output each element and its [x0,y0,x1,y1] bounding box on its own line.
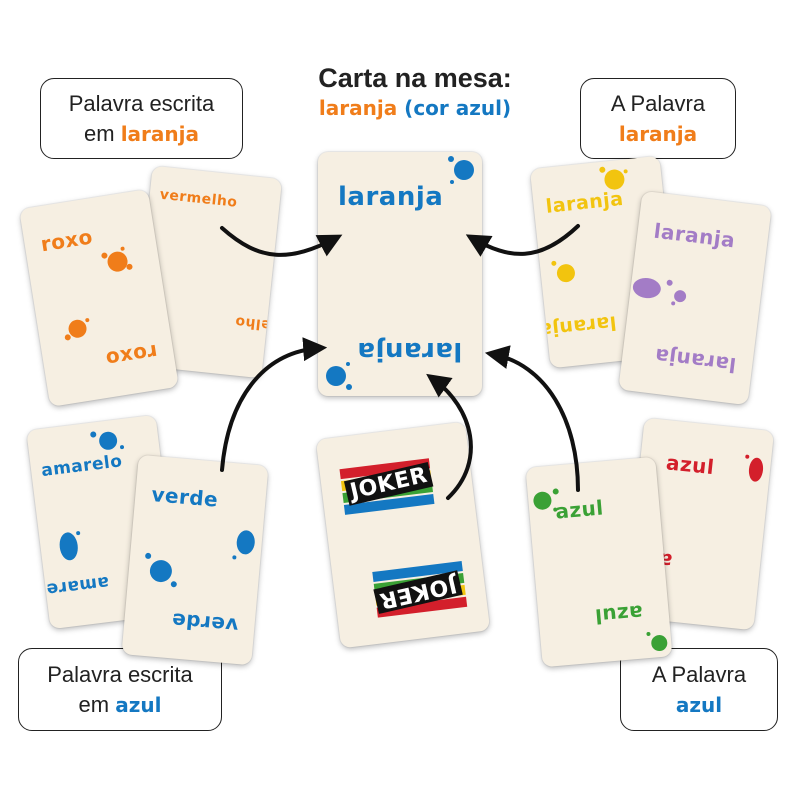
callout-top-left-prefix: em [84,120,121,146]
paint-splat-icon [646,631,668,652]
card-br-front: azul azul [525,456,673,668]
arrow-bottom-right [484,345,580,492]
title-word: laranja [318,96,398,120]
paint-splat-icon [533,488,559,512]
callout-bottom-right: A Palavra azul [620,648,778,731]
paint-splat-icon [101,246,133,272]
callout-bottom-left-line1: Palavra escrita [47,661,193,687]
title-line1: Carta na mesa: [318,63,512,93]
callout-top-right-keyword: laranja [618,121,698,146]
card-bl-back: amarelo amarelo [26,414,180,630]
arrow-top-right [465,224,580,257]
callout-bottom-right-keyword: azul [675,692,723,717]
paint-splat-icon [448,156,474,184]
paint-splat-icon [599,166,628,190]
card-tr-back: laranja laranja [529,155,681,369]
card-center-word: laranja [338,182,444,212]
card-br-back: azul azul [623,417,775,631]
paint-splat-icon [90,431,125,450]
title-line2: laranja (cor azul) [260,94,570,122]
callout-bottom-left-line2: em azul [19,690,221,720]
paint-splat-icon [232,530,255,560]
paint-splat-icon [551,260,575,283]
paint-splat-icon [64,318,90,341]
paint-splat-icon [632,277,687,306]
card-tr-front: laranja laranja [618,190,772,406]
arrow-bottom-left [220,337,328,472]
paint-splat-icon [745,454,764,482]
callout-bottom-left: Palavra escrita em azul [18,648,222,731]
paint-splat-icon [59,531,81,561]
callout-bottom-left-prefix: em [78,691,116,717]
callout-top-left-line1: Palavra escrita [68,90,215,116]
callout-bottom-left-keyword: azul [115,692,162,717]
card-tl-front: roxo roxo [19,189,179,407]
callout-top-right-line1: A Palavra [610,90,706,116]
paint-splat-icon [145,552,177,588]
arrow-joker [426,373,473,500]
title-paren: (cor azul) [404,96,512,120]
callout-top-right: A Palavra laranja [580,78,736,159]
callout-bottom-right-line1: A Palavra [651,661,747,687]
callout-top-left-keyword: laranja [120,121,199,146]
callout-top-left: Palavra escrita em laranja [40,78,243,159]
callout-top-left-line2: em laranja [41,119,242,149]
arrow-top-left [220,226,343,257]
paint-splat-icon [326,362,352,390]
title: Carta na mesa: laranja (cor azul) [260,62,570,122]
card-bl-front: verde verde [121,454,269,666]
card-center: laranja laranja [318,152,482,396]
